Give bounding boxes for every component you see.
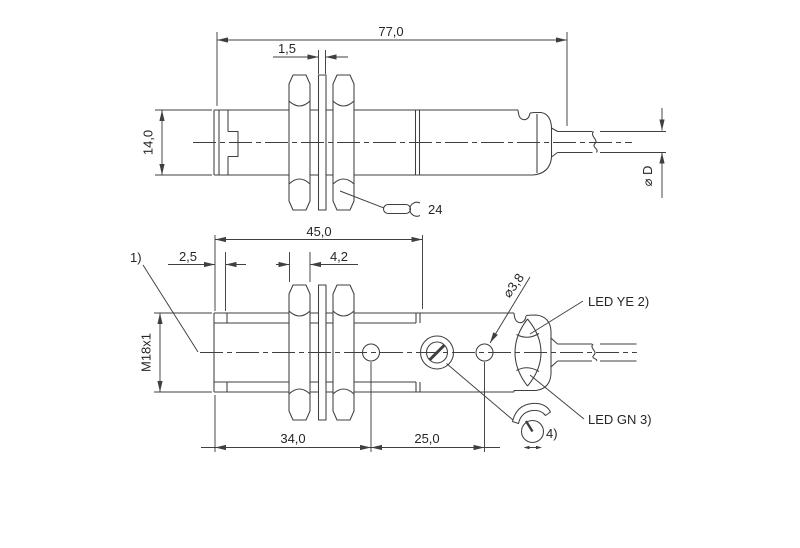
thread-spec-label: M18x1 [139,333,154,372]
cable-gland [551,127,558,158]
dim-face-to-hole-label: 34,0 [280,431,305,446]
hole-diameter-callout: ⌀3,8 [489,270,531,344]
dim-body-height: 14,0 [141,109,212,176]
front-view: 45,0 2,5 4,2 M18x1 [130,224,652,452]
washer-front [317,284,327,421]
cap-notch-front [513,312,527,324]
end-cap-front [513,312,637,392]
thread-root-lines [214,322,416,383]
sensor-body-front [213,312,514,393]
dim-hole-positions: 34,0 25,0 [201,362,500,452]
hex-nut-2-side [332,74,355,211]
hex-nut-2-front [332,284,355,421]
footnote-adjuster-label: 4) [546,426,558,441]
cable-break-front [591,343,598,362]
adjuster-screw [419,335,455,370]
rear-slot [227,110,239,175]
dim-thread-length: 45,0 [214,224,423,311]
footnote-face-label: 1) [130,250,142,265]
wrench-icon [382,201,421,217]
dim-cable-diameter: ⌀ D [640,108,665,198]
screw-slot [428,343,446,362]
potentiometer-icon [511,402,552,450]
dim-lock-washer: 1,5 [273,41,348,74]
mounting-hole-1 [361,343,381,362]
dim-hole-spacing-label: 25,0 [414,431,439,446]
housing-joint [414,110,421,175]
led-window-lens [514,318,542,387]
adjuster-callout: 4) [446,363,558,450]
dim-lock-washer-label: 1,5 [278,41,296,56]
cable-break [592,131,598,153]
dim-thread-length-label: 45,0 [306,224,331,239]
dim-cable-diameter-label: ⌀ D [640,166,655,187]
led-green-callout: LED GN 3) [529,374,652,427]
wrench-leader [339,190,385,209]
hole-diameter-label: ⌀3,8 [500,270,527,300]
sensor-body-side [213,109,666,176]
thread-end [415,313,421,392]
cap-notch [517,109,531,121]
cable-front [557,343,637,362]
led-yellow-label: LED YE 2) [588,294,649,309]
led-yellow-callout: LED YE 2) [529,294,649,335]
wrench-size-callout: 24 [339,190,442,217]
dim-thread-spec: M18x1 [139,312,212,393]
hex-nut-1-side [288,74,311,211]
dim-tip-length: 2,5 [168,249,246,311]
footnote-face-callout: 1) [130,250,199,353]
dim-total-length: 77,0 [216,24,568,126]
dim-tip-length-label: 2,5 [179,249,197,264]
dim-total-length-label: 77,0 [378,24,403,39]
wrench-size-label: 24 [428,202,442,217]
side-view: 77,0 1,5 14,0 ⌀ D [141,24,666,217]
washer-side [317,74,327,211]
cable-gland-front [550,337,558,368]
led-windows [516,333,540,372]
dim-nut-width: 4,2 [276,249,358,282]
hex-nut-1-front [288,284,311,421]
hole-3-8 [475,343,494,362]
led-green-label: LED GN 3) [588,412,652,427]
cable [557,130,666,154]
dim-nut-width-label: 4,2 [330,249,348,264]
dim-body-height-label: 14,0 [141,130,156,155]
